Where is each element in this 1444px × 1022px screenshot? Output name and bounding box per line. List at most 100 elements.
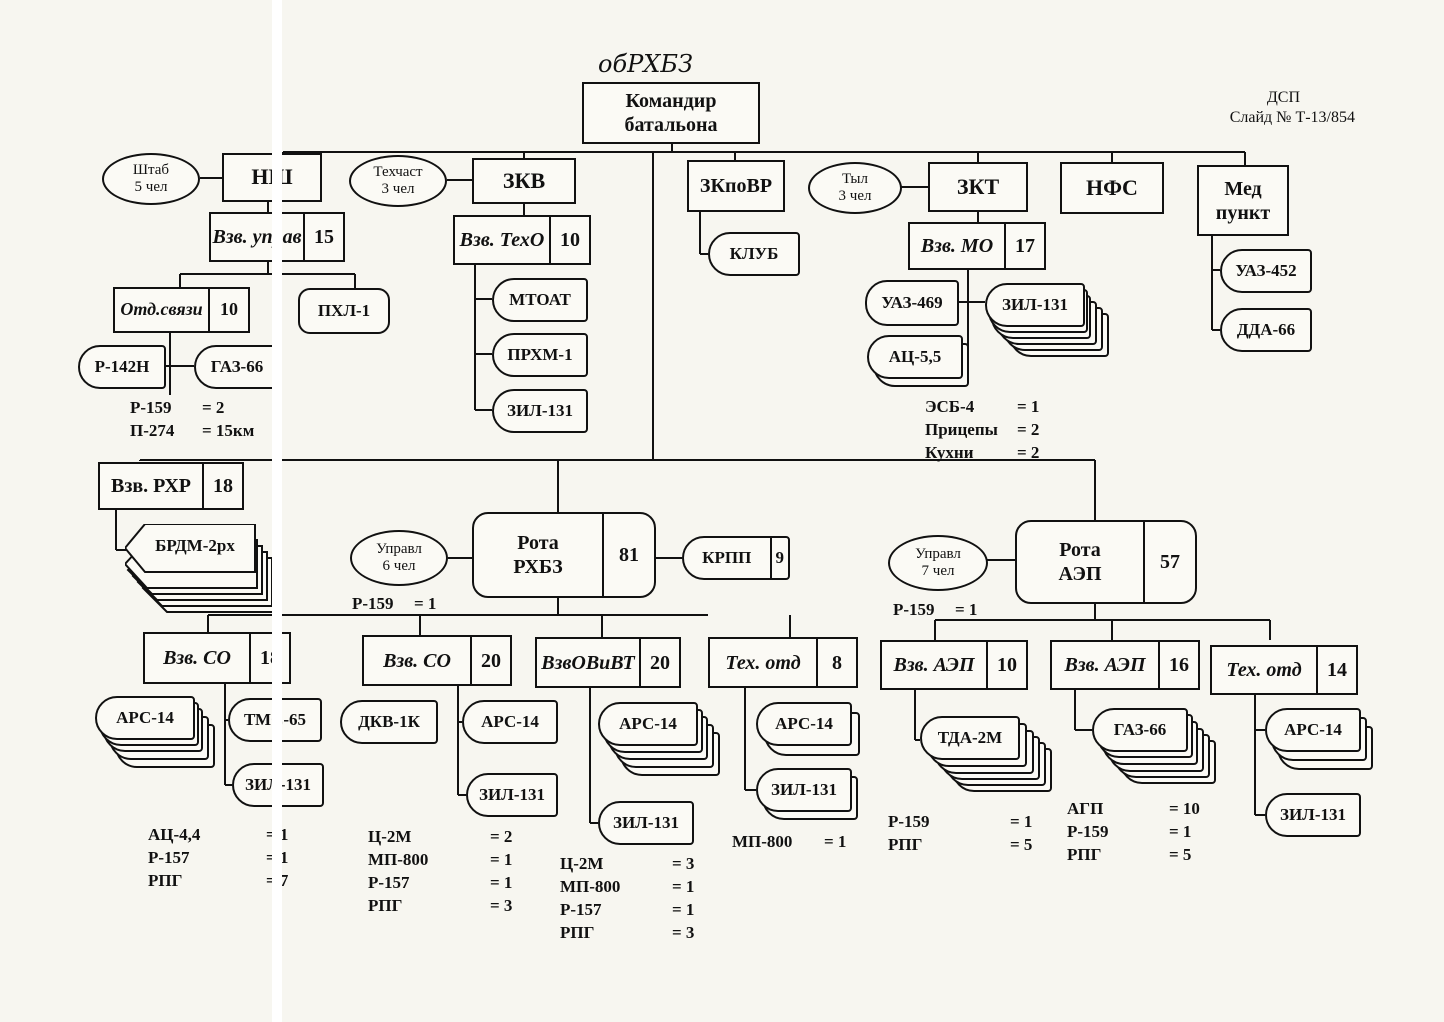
zil131-p3-box: ЗИЛ-131	[598, 801, 694, 845]
tyl-line-1: Тыл	[842, 170, 868, 187]
rhbz-uprav-oval: Управл 6 чел	[350, 530, 448, 586]
note-row: Р-159= 1	[888, 810, 1032, 833]
platoon-6-notes: АГП= 10 Р-159= 1 РПГ= 5	[1067, 797, 1200, 866]
prhm-box: ПРХМ-1	[492, 333, 588, 377]
vzv-uprav-num: 15	[303, 214, 343, 260]
ars14-p4-stack: АРС-14	[756, 702, 871, 762]
zkt-notes: ЭСБ-4 = 1 Прицепы= 2 Кухни = 2	[925, 395, 1039, 464]
platoon-label: ВзвОВиВТ	[537, 639, 639, 686]
vzv-mo-label: Взв. МО	[920, 235, 994, 257]
r142-box: Р-142Н	[78, 345, 166, 389]
note-value: = 3	[672, 854, 695, 873]
note-row: Р-159= 1	[352, 592, 436, 615]
ars14-p7-label: АРС-14	[1265, 708, 1361, 752]
rota-rhbz-label: Рота РХБЗ	[474, 514, 602, 596]
commander-line-2: батальона	[624, 114, 718, 136]
aep-uprav-line-2: 7 чел	[921, 563, 955, 579]
note-row: Р-157= 1	[148, 846, 288, 869]
note-key: Р-159	[893, 600, 935, 619]
aep-notes: Р-159= 1	[893, 598, 977, 621]
note-key: Р-157	[148, 848, 190, 867]
note-row: МП-800 = 1	[368, 848, 512, 871]
note-value: = 1	[1169, 822, 1192, 841]
note-key: Р-157	[560, 900, 602, 919]
note-key: МП-800	[732, 832, 793, 851]
platoon-num: 16	[1158, 642, 1198, 688]
note-value: = 2	[1017, 420, 1040, 439]
staff-notes: Р-159= 2 П-274= 15км	[130, 396, 254, 442]
note-key: МП-800	[560, 877, 621, 896]
commander-box: Командир батальона	[582, 82, 760, 144]
dkv1k-box: ДКВ-1К	[340, 700, 438, 744]
aep-uprav-oval: Управл 7 чел	[888, 535, 988, 591]
vzv-uprav-label: Взв. управ	[212, 226, 302, 248]
vzv-rhr-label-text: Взв. РХР	[111, 475, 191, 497]
uaz452-box: УАЗ-452	[1220, 249, 1312, 293]
note-value: = 2	[202, 398, 225, 417]
note-row: РПГ= 3	[368, 894, 512, 917]
platoon-4-box: Тех. отд 8	[708, 637, 858, 688]
tyl-line-2: 3 чел	[838, 188, 872, 204]
note-row: П-274= 15км	[130, 419, 254, 442]
platoon-label: Тех. отд	[710, 639, 816, 686]
platoon-label-text: Тех. отд	[1226, 659, 1302, 681]
note-key: РПГ	[888, 835, 923, 854]
platoon-label-text: Взв. АЭП	[1064, 654, 1146, 676]
rota-rhbz-line-2: РХБЗ	[513, 556, 563, 578]
rhbz-uprav-line-2: 6 чел	[382, 558, 416, 574]
note-row: Р-159= 2	[130, 396, 254, 419]
commander-line-1: Командир	[625, 90, 717, 112]
note-row: Ц-2М = 3	[560, 852, 694, 875]
note-value: = 1	[490, 873, 513, 892]
note-key: Р-159	[1067, 822, 1109, 841]
shtab-line-1: Штаб	[132, 161, 170, 178]
note-row: Прицепы= 2	[925, 418, 1039, 441]
dda66-box: ДДА-66	[1220, 308, 1312, 352]
note-key: РПГ	[148, 871, 183, 890]
platoon-num: 18	[249, 634, 289, 682]
note-value: = 3	[672, 923, 695, 942]
platoon-7-box: Тех. отд 14	[1210, 645, 1358, 695]
rota-rhbz-line-1: Рота	[517, 532, 559, 554]
vzv-mo-num: 17	[1004, 224, 1044, 268]
note-key: Р-157	[368, 873, 410, 892]
platoon-label-text: Взв. СО	[383, 649, 451, 672]
note-value: = 5	[1169, 845, 1192, 864]
phl-box: ПХЛ-1	[298, 288, 390, 334]
rota-rhbz-box: Рота РХБЗ 81	[472, 512, 656, 598]
note-value: = 1	[824, 832, 847, 851]
platoon-label-text: Взв. СО	[163, 647, 231, 669]
platoon-3-notes: Ц-2М= 3 МП-800= 1 Р-157= 1 РПГ= 3	[560, 852, 694, 944]
vzv-techo-num: 10	[549, 217, 589, 263]
ac55-label: АЦ-5,5	[867, 335, 963, 379]
note-value: = 1	[414, 594, 437, 613]
ac55-stack: АЦ-5,5	[867, 335, 977, 395]
note-key: Ц-2М	[368, 827, 412, 846]
gaz66-label: ГАЗ-66	[1092, 708, 1188, 752]
note-key: Кухни	[925, 443, 974, 462]
platoon-2-box: Взв. СО 20	[362, 635, 512, 686]
techchast-line-1: Техчаст	[373, 163, 423, 180]
vzv-rhr-num: 18	[202, 464, 242, 508]
platoon-num: 14	[1316, 647, 1356, 693]
tda2m-stack: ТДА-2М	[920, 716, 1060, 796]
platoon-5-box: Взв. АЭП 10	[880, 640, 1028, 690]
med-line-1: Мед	[1224, 177, 1262, 200]
note-value: = 1	[490, 850, 513, 869]
platoon-label: Взв. СО	[145, 634, 249, 682]
rota-rhbz-num: 81	[602, 514, 654, 596]
rota-aep-box: Рота АЭП 57	[1015, 520, 1197, 604]
note-key: Ц-2М	[560, 854, 604, 873]
platoon-num: 20	[470, 637, 510, 684]
note-key: МП-800	[368, 850, 429, 869]
zil131-p4-label: ЗИЛ-131	[756, 768, 852, 812]
ars14-p3-label: АРС-14	[598, 702, 698, 746]
platoon-num: 10	[986, 642, 1026, 688]
note-value: = 5	[1010, 835, 1033, 854]
note-key: ЭСБ-4	[925, 397, 975, 416]
platoon-3-box: ВзвОВиВТ 20	[535, 637, 681, 688]
note-value: = 1	[1017, 397, 1040, 416]
note-value: = 2	[1017, 443, 1040, 462]
tda2m-label: ТДА-2М	[920, 716, 1020, 760]
